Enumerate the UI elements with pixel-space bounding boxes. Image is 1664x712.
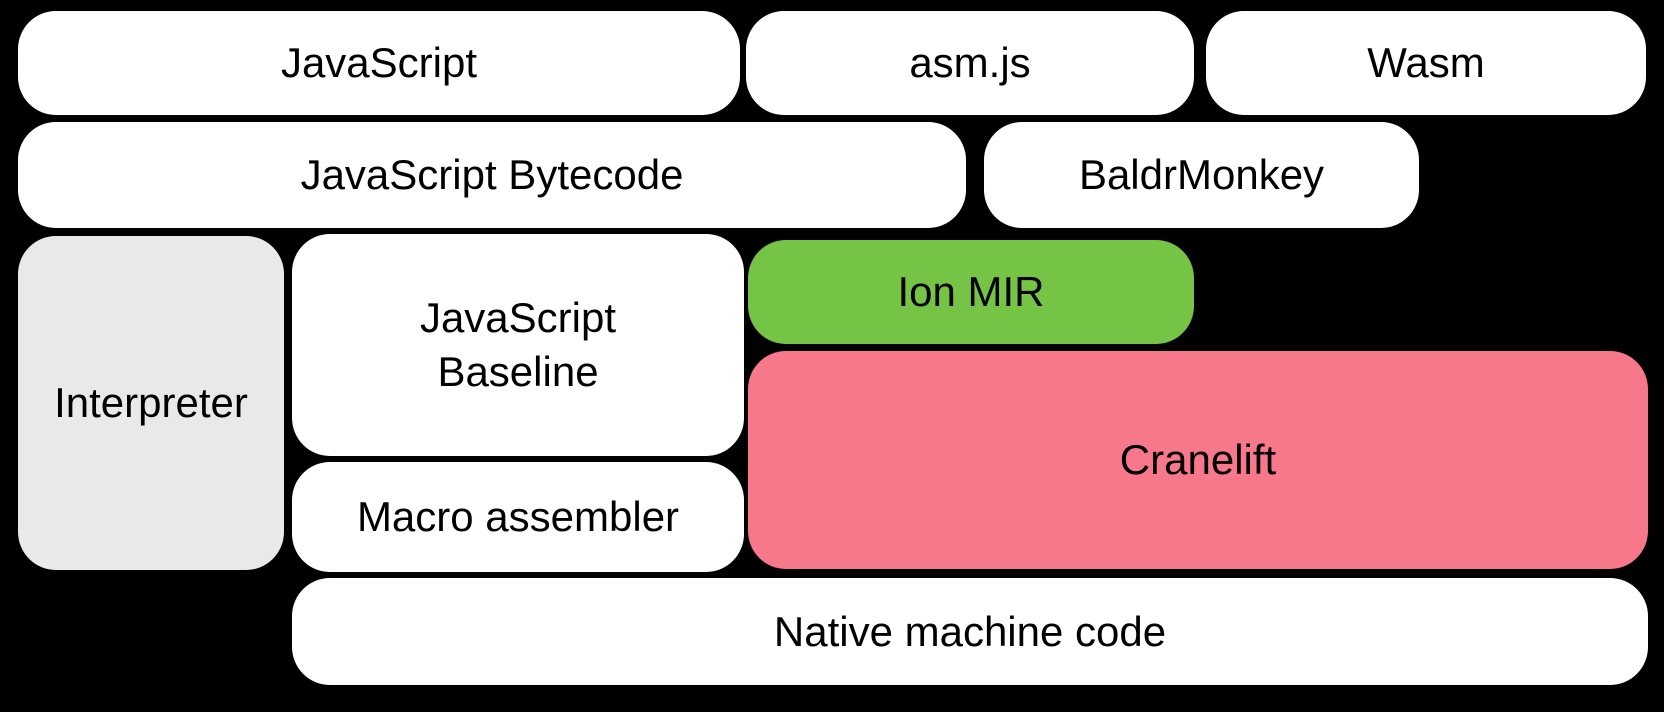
box-javascript-baseline-line1: JavaScript <box>419 294 617 342</box>
box-javascript-bytecode-label: JavaScript Bytecode <box>300 151 684 199</box>
box-macro-assembler: Macro assembler <box>292 462 744 572</box>
box-javascript-baseline: JavaScript Baseline <box>292 234 744 456</box>
box-ion-mir: Ion MIR <box>748 240 1194 344</box>
box-wasm-label: Wasm <box>1367 39 1485 87</box>
box-javascript-baseline-line2: Baseline <box>437 348 599 395</box>
box-asmjs-label: asm.js <box>909 39 1031 87</box>
box-ion-mir-label: Ion MIR <box>897 268 1045 316</box>
box-baldrmonkey: BaldrMonkey <box>984 122 1419 228</box>
box-cranelift: Cranelift <box>748 351 1648 569</box>
box-asmjs: asm.js <box>746 11 1194 115</box>
box-macro-assembler-label: Macro assembler <box>356 493 680 541</box>
box-wasm: Wasm <box>1206 11 1646 115</box>
box-native-machine-code-label: Native machine code <box>773 607 1167 655</box>
box-javascript-bytecode: JavaScript Bytecode <box>18 122 966 228</box>
box-javascript-label: JavaScript <box>280 39 478 87</box>
box-native-machine-code: Native machine code <box>292 578 1648 685</box>
box-javascript-baseline-label: JavaScript Baseline <box>420 291 616 399</box>
box-baldrmonkey-label: BaldrMonkey <box>1078 151 1325 199</box>
box-interpreter-label: Interpreter <box>54 379 248 427</box>
box-javascript: JavaScript <box>18 11 740 115</box>
box-cranelift-label: Cranelift <box>1119 436 1277 484</box>
box-interpreter: Interpreter <box>18 236 284 570</box>
